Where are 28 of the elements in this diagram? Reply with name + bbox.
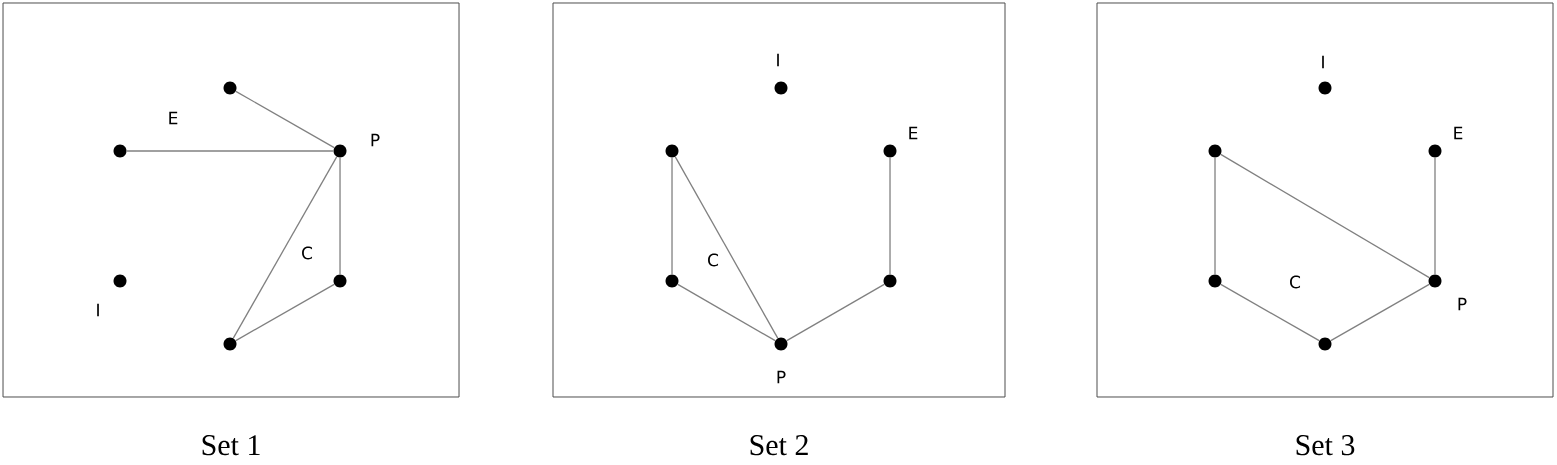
connecting-line — [1220, 153, 1430, 279]
point-label: I — [97, 303, 99, 317]
connecting-line — [1330, 283, 1430, 342]
point-label: P — [1458, 297, 1467, 311]
connecting-line — [671, 157, 673, 275]
connecting-line — [232, 156, 338, 339]
connecting-line — [1214, 157, 1216, 275]
connecting-line — [126, 150, 334, 152]
panel-title: Set 1 — [202, 435, 260, 456]
connecting-line — [889, 157, 891, 275]
connecting-line — [786, 283, 885, 342]
connecting-line — [674, 156, 779, 339]
point-label: C — [1290, 275, 1300, 289]
panel-title: Set 2 — [750, 435, 808, 456]
point-label: P — [777, 370, 786, 384]
point-label: E — [169, 111, 178, 125]
point-label: C — [302, 246, 313, 260]
connecting-line — [1434, 157, 1436, 275]
point-label: C — [708, 253, 718, 267]
connecting-line — [1220, 283, 1320, 342]
connecting-line — [235, 90, 335, 149]
connecting-line — [339, 157, 341, 275]
connecting-line — [677, 283, 776, 342]
connecting-line — [235, 283, 335, 342]
point-label: P — [371, 133, 380, 147]
point-label: E — [909, 126, 918, 140]
point-label: E — [1454, 126, 1463, 140]
panel-title: Set 3 — [1296, 435, 1355, 456]
